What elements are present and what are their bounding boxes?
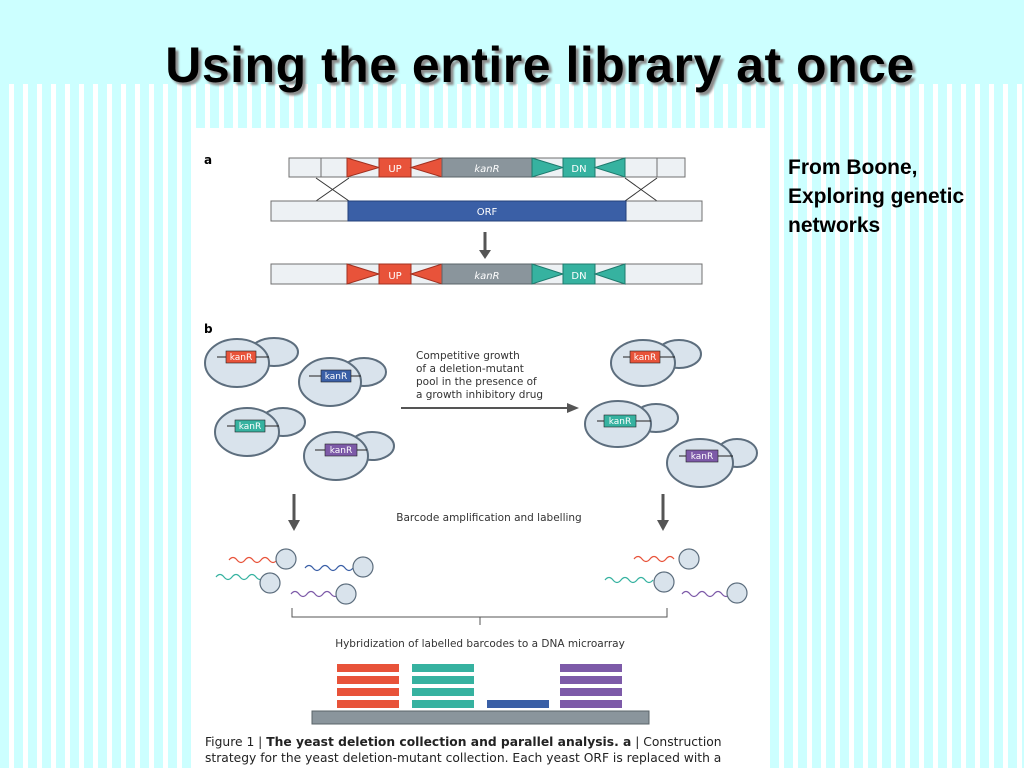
- yeast-cell-red-left: kanR: [204, 337, 299, 388]
- growth-description: Competitive growth of a deletion-mutant …: [416, 350, 543, 401]
- orf-label: ORF: [477, 207, 498, 218]
- dn-label: DN: [571, 271, 586, 282]
- crossover-lines: [315, 177, 658, 202]
- cassette-bottom: UP kanR DN: [270, 263, 703, 285]
- pooling-bracket: [291, 608, 668, 625]
- up-label: UP: [388, 164, 401, 175]
- yeast-cell-red-right: kanR: [610, 339, 702, 387]
- cell-marker-label: kanR: [609, 417, 632, 427]
- hybridization-label: Hybridization of labelled barcodes to a …: [335, 638, 625, 650]
- svg-text:of a deletion-mutant: of a deletion-mutant: [416, 363, 524, 375]
- figure-caption: Figure 1 | The yeast deletion collection…: [205, 735, 722, 765]
- yeast-cell-teal-left: kanR: [214, 407, 306, 457]
- labelled-barcodes-right: [604, 548, 748, 604]
- down-arrow-icon: [288, 494, 300, 531]
- slide-title: Using the entire library at once: [165, 37, 915, 93]
- panel-b-label: b: [204, 322, 213, 336]
- down-arrow-icon: [479, 232, 491, 259]
- labelled-barcodes-left: [215, 548, 374, 605]
- microarray: [311, 664, 650, 725]
- right-arrow-icon: [401, 403, 579, 413]
- orf-bar: ORF: [270, 200, 703, 222]
- yeast-cell-teal-right: kanR: [584, 400, 679, 448]
- svg-text:Competitive growth: Competitive growth: [416, 350, 520, 362]
- source-citation: From Boone, Exploring genetic networks: [788, 156, 965, 237]
- svg-text:pool in the presence of: pool in the presence of: [416, 376, 537, 388]
- cell-marker-label: kanR: [230, 353, 253, 363]
- cell-marker-label: kanR: [330, 446, 353, 456]
- amplification-label: Barcode amplification and labelling: [396, 512, 581, 524]
- panel-a-label: a: [204, 153, 212, 167]
- yeast-cell-blue-left: kanR: [298, 357, 387, 407]
- cell-marker-label: kanR: [634, 353, 657, 363]
- dn-label: DN: [571, 164, 586, 175]
- kanr-label: kanR: [474, 271, 499, 282]
- cell-marker-label: kanR: [239, 422, 262, 432]
- cell-marker-label: kanR: [325, 372, 348, 382]
- kanr-label: kanR: [474, 164, 499, 175]
- down-arrow-icon: [657, 494, 669, 531]
- figure-diagram: a UP kanR DN ORF: [204, 153, 758, 725]
- figure-panel: a UP kanR DN ORF: [191, 128, 769, 768]
- svg-text:a growth inhibitory drug: a growth inhibitory drug: [416, 389, 543, 401]
- cell-marker-label: kanR: [691, 452, 714, 462]
- up-label: UP: [388, 271, 401, 282]
- yeast-cell-purple-right: kanR: [666, 438, 758, 488]
- cassette-top: UP kanR DN: [288, 157, 686, 178]
- yeast-cell-purple-left: kanR: [303, 431, 395, 481]
